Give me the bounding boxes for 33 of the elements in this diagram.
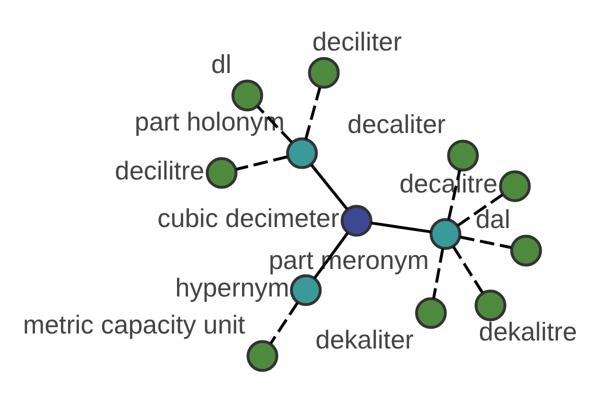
node-label: dal (476, 204, 510, 234)
node-label: decilitre (114, 155, 204, 186)
connector (452, 246, 484, 294)
node-circle (231, 80, 264, 112)
node-label: deciliter (312, 26, 402, 56)
connector (456, 193, 504, 227)
connector (236, 155, 288, 171)
node-label: metric capacity unit (22, 310, 246, 340)
node-circle (474, 290, 506, 322)
node-circle (290, 274, 322, 306)
node-circle (206, 157, 238, 189)
node-circle (430, 218, 462, 250)
connector (447, 170, 462, 220)
node-circle (246, 340, 278, 372)
node-circle (499, 170, 531, 202)
node-label: dekalitre (478, 316, 578, 347)
node-circle (340, 204, 372, 237)
node-circle (510, 234, 542, 266)
node-label: decaliter (348, 109, 446, 140)
node-label: cubic decimeter (157, 203, 340, 234)
connector (304, 87, 322, 140)
node-label: decalitre (399, 168, 498, 199)
node-circle (286, 137, 318, 170)
connector (371, 222, 432, 234)
connector (270, 302, 299, 344)
connector (460, 236, 512, 250)
connector (432, 248, 444, 299)
node-label: dl (211, 48, 232, 79)
connector (310, 164, 348, 210)
node-circle (447, 140, 479, 172)
node-circle (415, 297, 447, 329)
node-label: dekaliter (316, 324, 414, 354)
node-circle (308, 56, 340, 89)
